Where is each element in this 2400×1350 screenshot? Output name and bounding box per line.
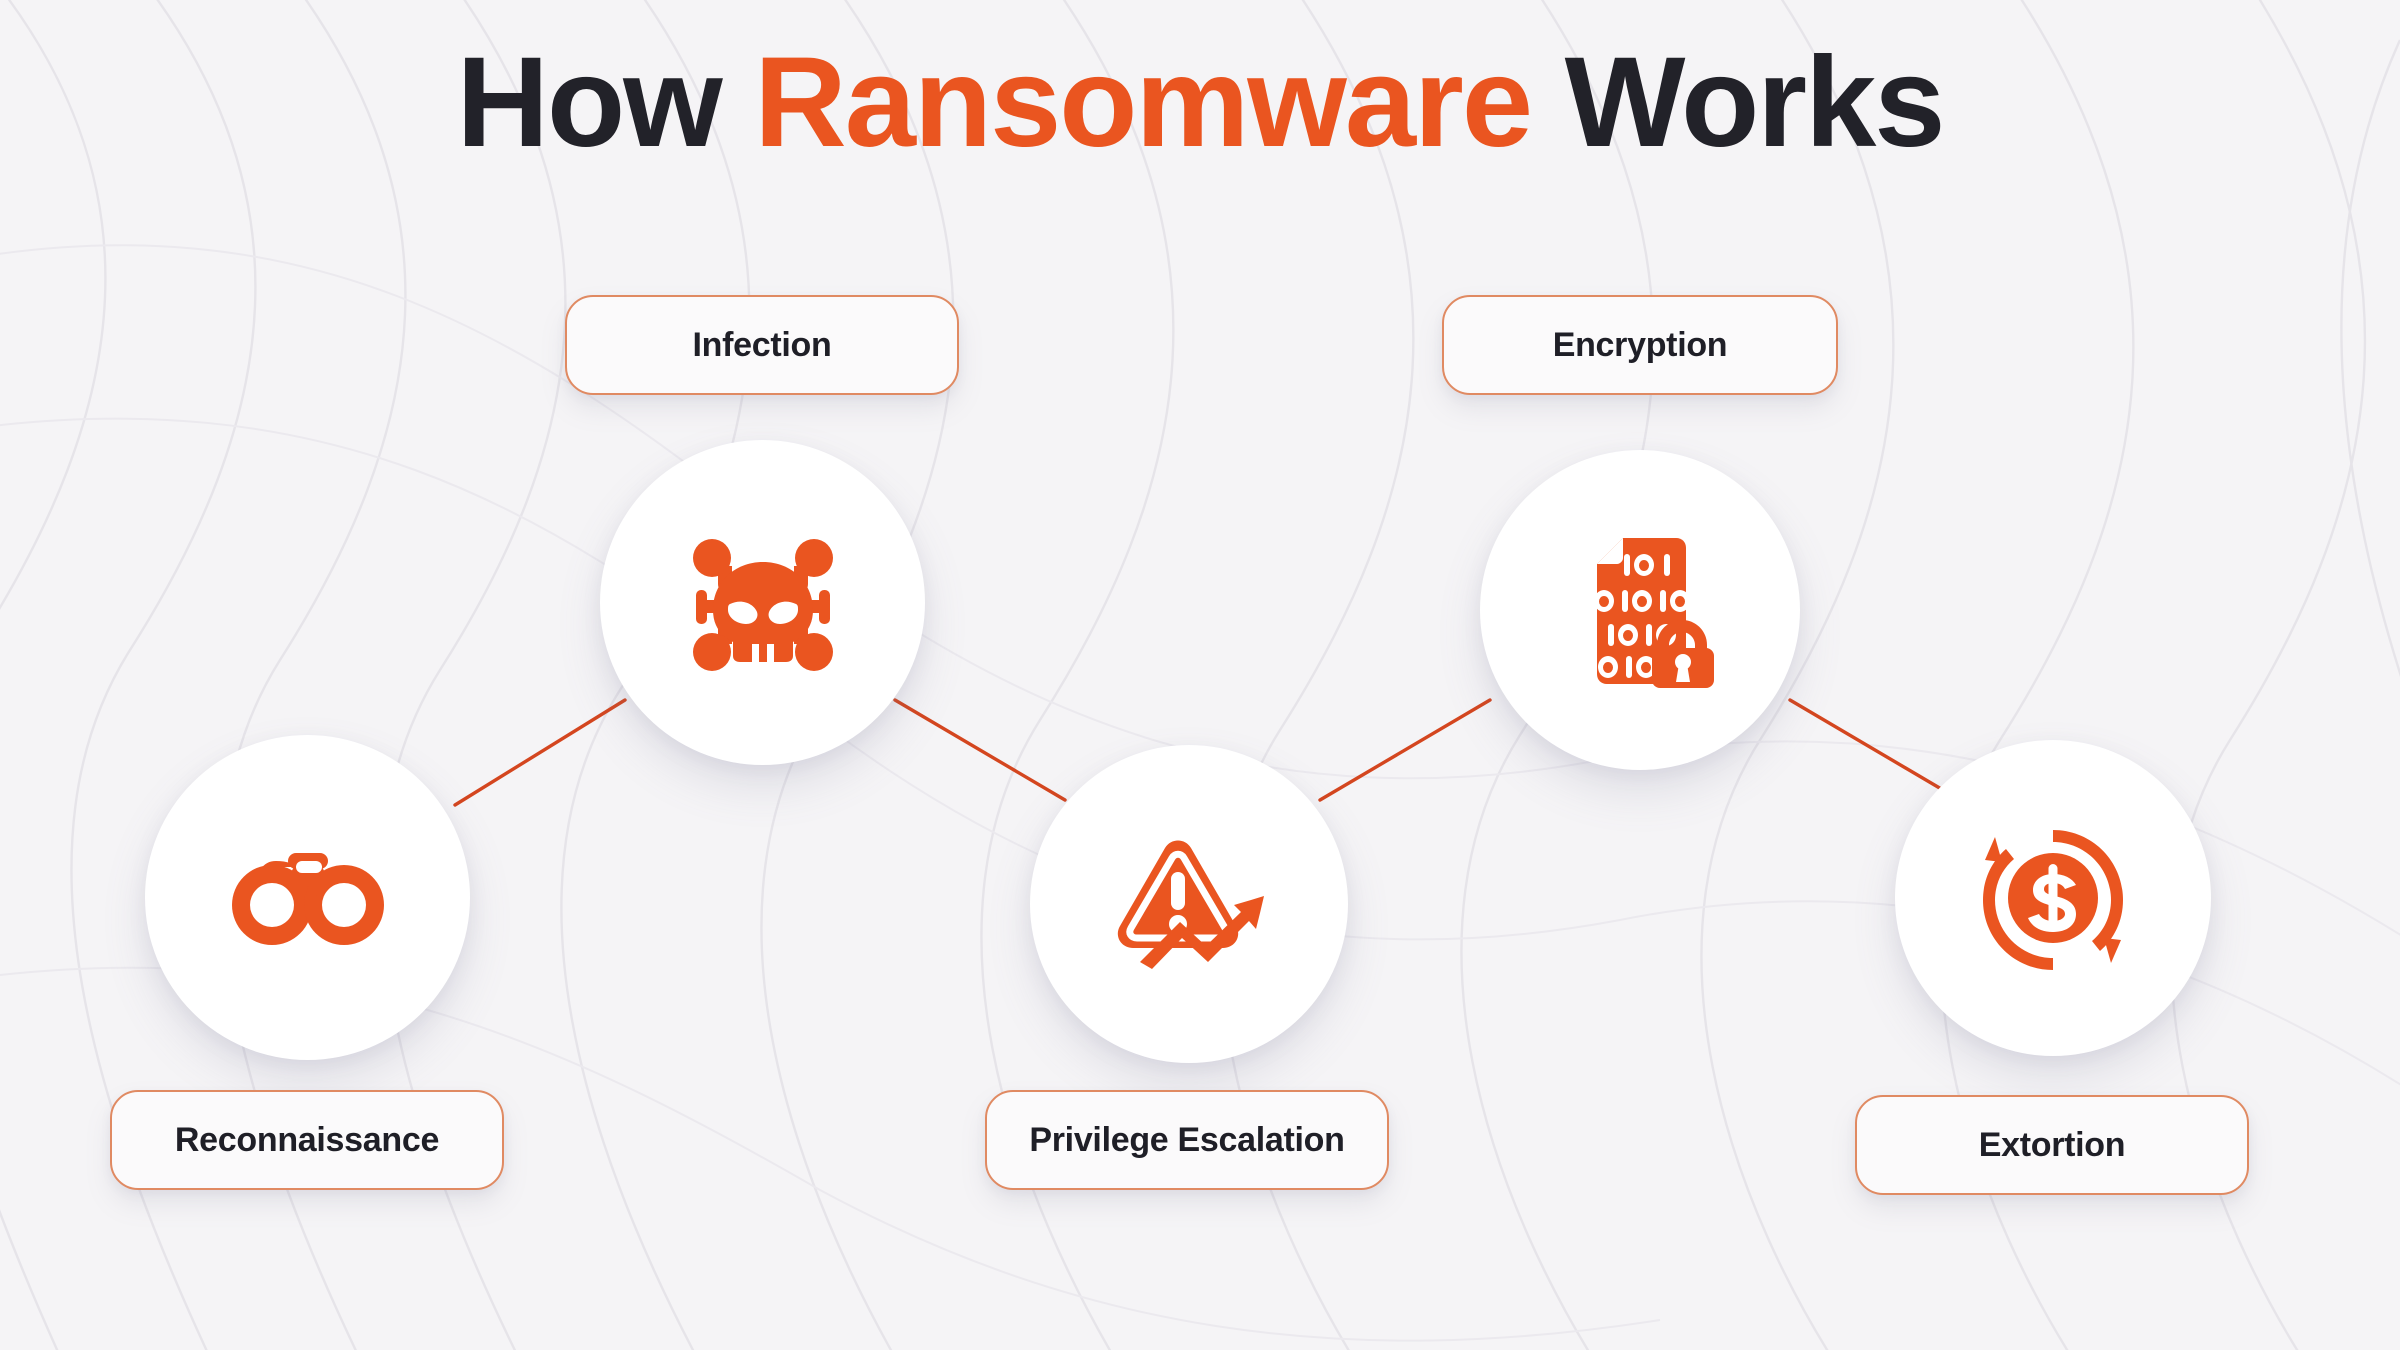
money-ransom-icon (1983, 830, 2123, 970)
stage-label-text: Privilege Escalation (1029, 1120, 1345, 1159)
connector-encryption-to-extortion (1788, 698, 1962, 802)
stage-label-infection[interactable]: Infection (565, 295, 959, 395)
stage-label-text: Encryption (1552, 325, 1728, 364)
binoculars-icon (231, 852, 384, 945)
title-part-one: How (456, 31, 755, 174)
warning-trend-icon (1117, 840, 1264, 969)
stage-label-privilege-escalation[interactable]: Privilege Escalation (985, 1090, 1389, 1190)
stage-circle-privilege-escalation[interactable] (1030, 745, 1348, 1063)
stage-label-text: Infection (692, 325, 832, 364)
title-accent-word: Ransomware (754, 31, 1533, 174)
title-part-two: Works (1531, 31, 1946, 174)
connector-infection-to-privilege (893, 698, 1067, 802)
stage-label-text: Reconnaissance (174, 1120, 440, 1159)
connector-recon-to-infection (453, 698, 627, 807)
skull-malware-icon (692, 538, 833, 671)
stage-circle-extortion[interactable] (1895, 740, 2211, 1056)
stage-label-extortion[interactable]: Extortion (1855, 1095, 2249, 1195)
stage-circle-encryption[interactable] (1480, 450, 1800, 770)
stage-label-reconnaissance[interactable]: Reconnaissance (110, 1090, 504, 1190)
stage-circle-infection[interactable] (600, 440, 925, 765)
connector-privilege-to-encryption (1318, 698, 1492, 802)
stage-circle-reconnaissance[interactable] (145, 735, 470, 1060)
stage-label-text: Extortion (1978, 1125, 2126, 1164)
page-title: How Ransomware Works (0, 31, 2400, 174)
encrypted-file-lock-icon (1594, 538, 1714, 688)
stage-label-encryption[interactable]: Encryption (1442, 295, 1838, 395)
